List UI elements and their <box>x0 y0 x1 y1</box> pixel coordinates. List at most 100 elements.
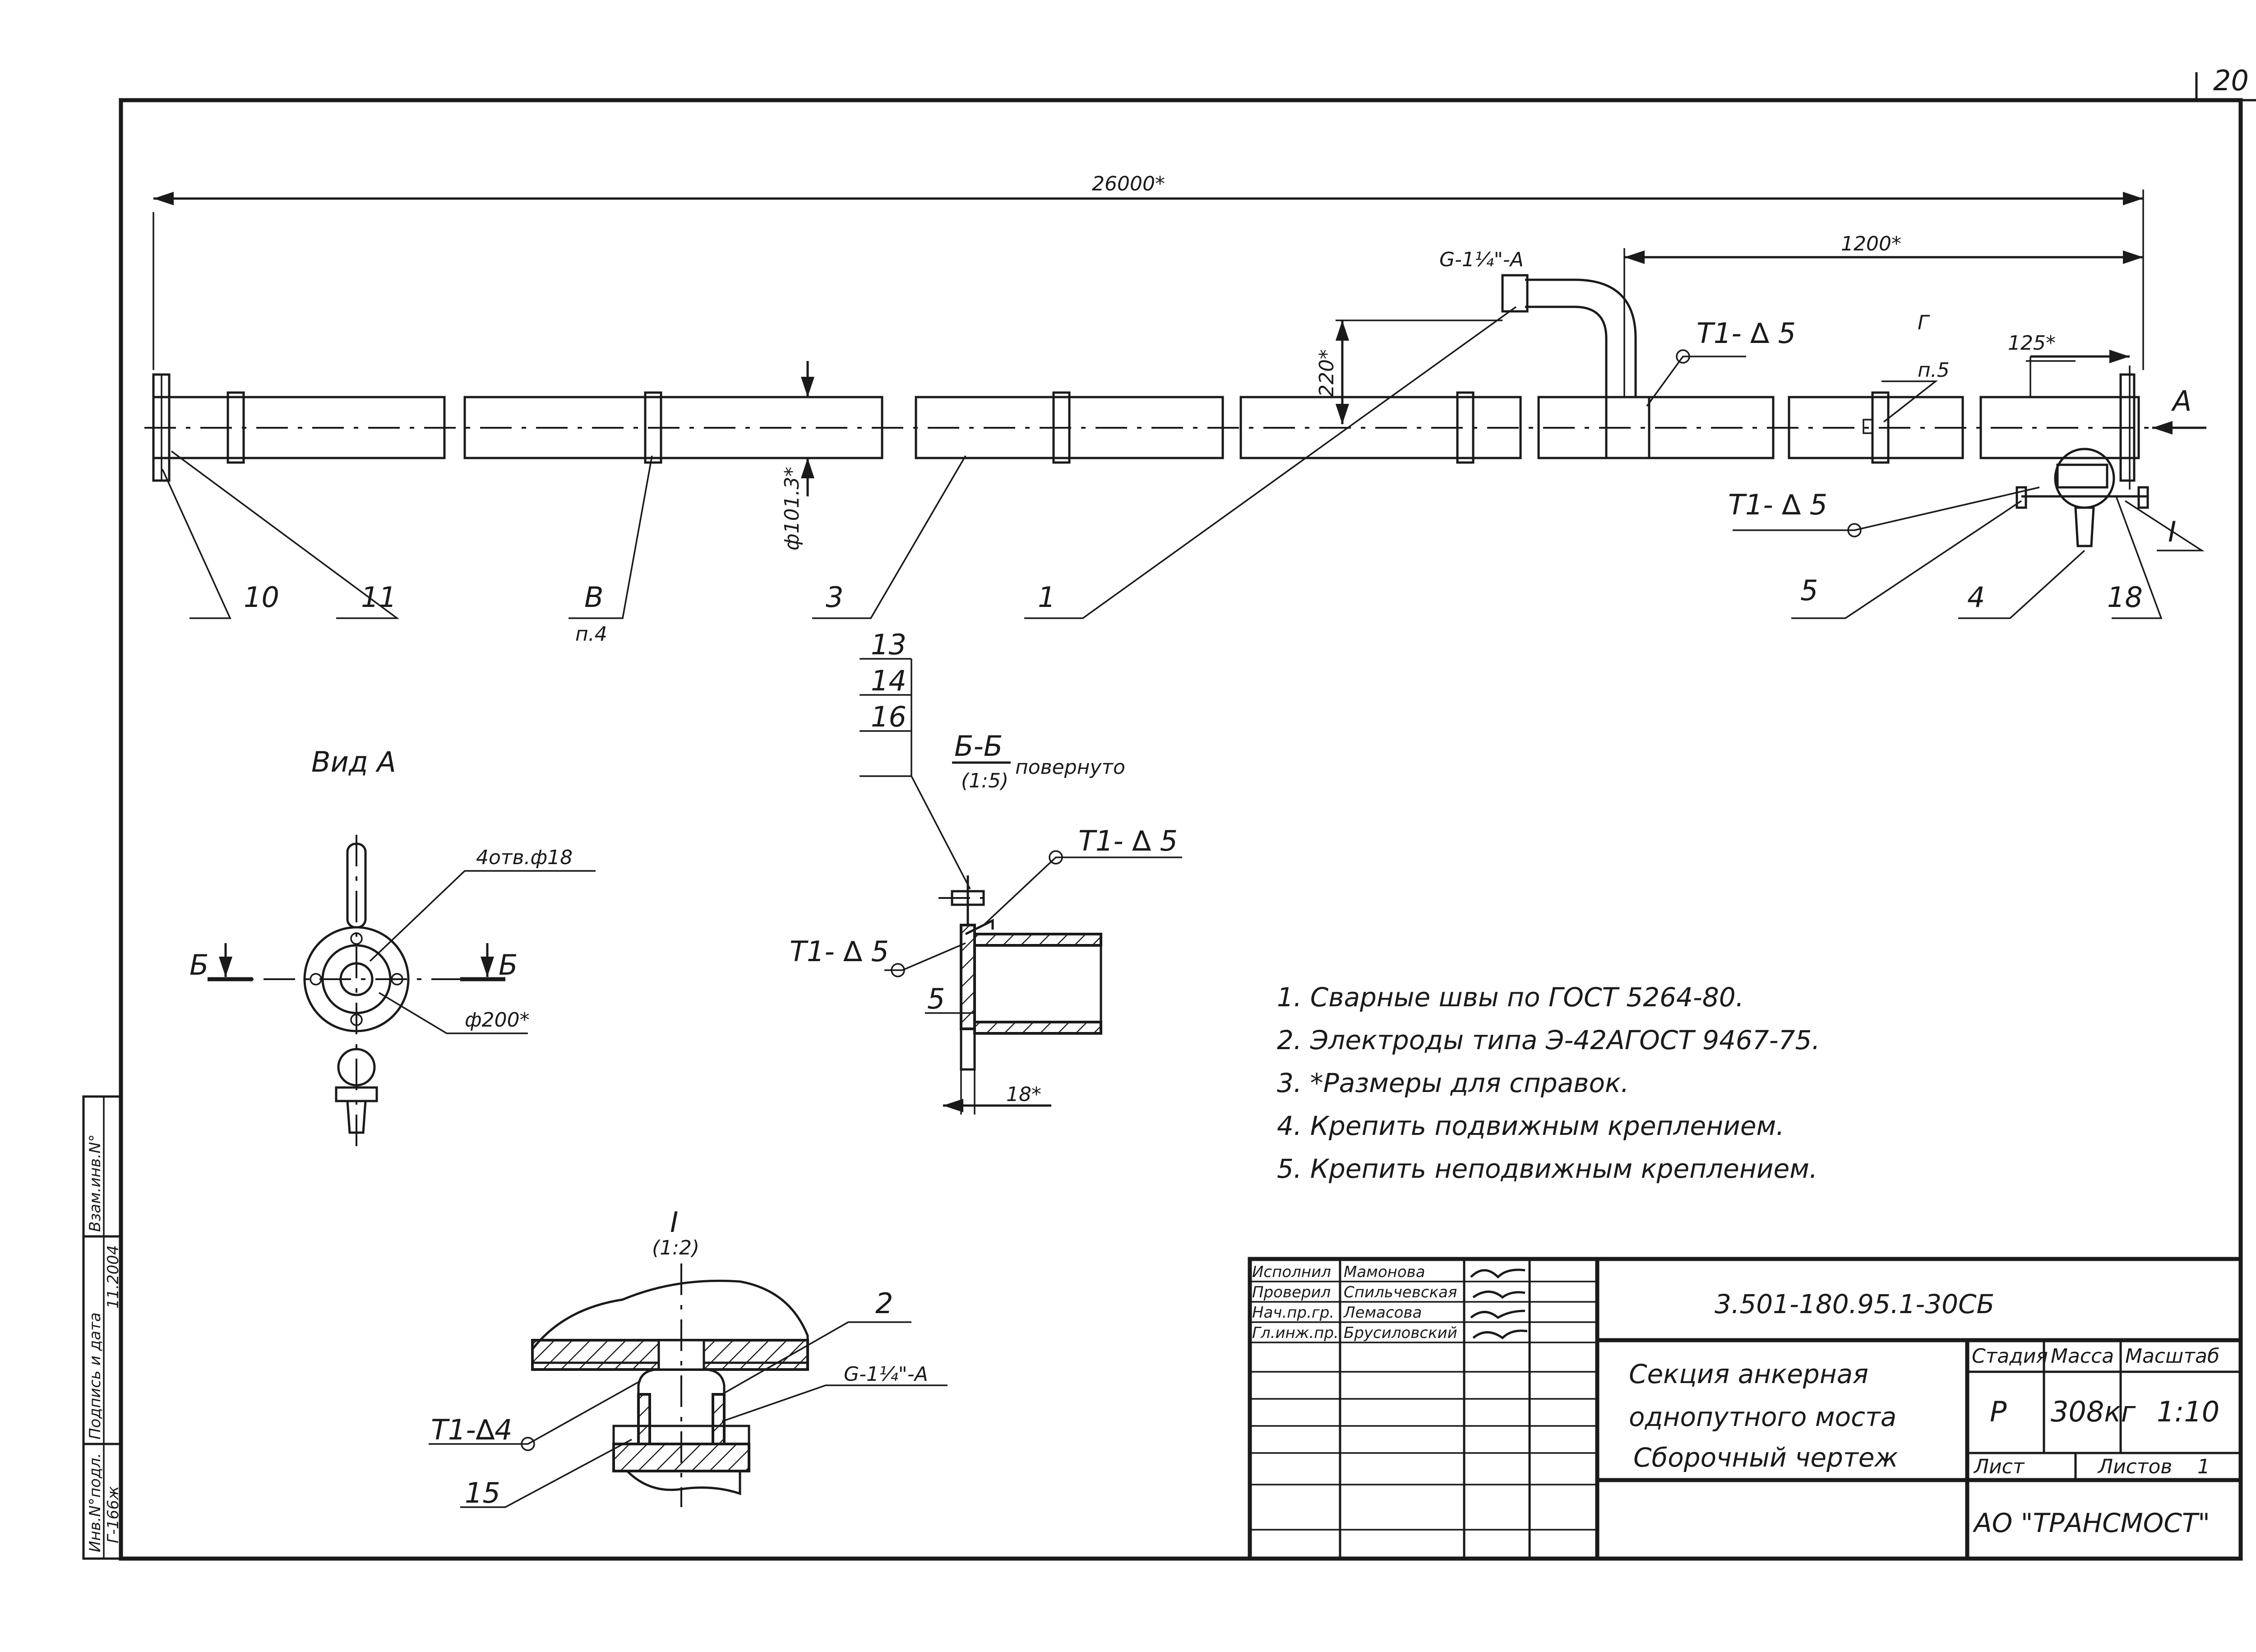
flange-diameter-label: ф200* <box>465 1009 530 1032</box>
fitting-label-detail: G-1¼"-A <box>844 1363 928 1386</box>
riser-fitting <box>1501 274 1529 313</box>
end-offset-dim: 125* <box>2008 332 2056 355</box>
section-note: повернуто <box>1015 756 1125 779</box>
section-b-b <box>860 658 1182 1115</box>
cut-mark-right: Б <box>499 949 518 981</box>
callout-v-note: п.4 <box>575 623 607 646</box>
side-stamp <box>82 1095 122 1560</box>
detail-scale: (1:2) <box>652 1236 699 1259</box>
tail-length-dim: 1200* <box>1841 232 1901 255</box>
note-3: 3. *Размеры для справок. <box>1277 1068 1629 1098</box>
riser-height-dim: 220* <box>1315 349 1338 397</box>
section-scale: (1:5) <box>961 769 1008 792</box>
overall-length-dim: 26000* <box>1092 172 1165 195</box>
tb-doc-code: 3.501-180.95.1-30СБ <box>1715 1289 1994 1319</box>
stamp-sign-value: 11.2004 <box>104 1245 122 1309</box>
riser-bend <box>1525 305 1608 397</box>
callout-a: А <box>2171 384 2191 417</box>
pipe-diameter-dim: ф101.3* <box>781 467 804 551</box>
tee-coupling <box>1605 396 1650 459</box>
note-2: 2. Электроды типа Э-42АГОСТ 9467-75. <box>1277 1025 1820 1055</box>
tb-sheet-label: Лист <box>1973 1455 2025 1478</box>
section-title: Б-Б <box>954 730 1003 763</box>
tb-role-2: Проверил <box>1252 1283 1331 1301</box>
pipe-clamp <box>1456 391 1475 464</box>
section-gap-dim: 5 <box>927 982 945 1015</box>
tb-mass-header: Масса <box>2051 1345 2114 1368</box>
callout-5: 5 <box>1800 574 1818 607</box>
fitting-label-main: G-1¼"-A <box>1439 248 1524 271</box>
tb-role-4: Гл.инж.пр. <box>1252 1324 1339 1342</box>
tb-name-1: Мамонова <box>1344 1263 1425 1281</box>
callout-1: 1 <box>1038 581 1055 614</box>
weld-symbol-section-top: T1- ∆ 5 <box>1078 824 1178 857</box>
callout-18: 18 <box>2107 581 2143 614</box>
callout-14: 14 <box>871 664 906 697</box>
tb-name-2: Спильчевская <box>1344 1283 1457 1301</box>
stamp-inv-label: Инв.N°подл. <box>86 1453 104 1552</box>
pipe-clamp <box>644 391 662 464</box>
weld-symbol-vent: T1- ∆ 5 <box>1728 488 1827 521</box>
callout-i: I <box>2168 515 2176 548</box>
riser-stub <box>346 842 367 929</box>
weld-symbol-section-left: T1- ∆ 5 <box>790 935 889 968</box>
sheet-number: 20 <box>2213 64 2249 97</box>
stamp-inv-value: Г-166ж <box>104 1486 122 1543</box>
pipe-clamp <box>227 391 245 464</box>
tb-name-4: Брусиловский <box>1344 1324 1457 1342</box>
detail-i <box>429 1263 948 1508</box>
callout-13: 13 <box>871 628 906 661</box>
callout-2: 2 <box>875 1287 893 1320</box>
tb-title-line-3: Сборочный чертеж <box>1633 1442 1898 1473</box>
callout-g: Г <box>1918 311 1930 334</box>
callout-3: 3 <box>826 581 843 614</box>
pipe-segment <box>1788 396 1964 459</box>
tb-mass-value: 308кг <box>2051 1395 2136 1428</box>
weld-symbol-detail: T1-∆4 <box>431 1413 513 1446</box>
callout-v: В <box>584 581 604 614</box>
weld-symbol-tee: T1- ∆ 5 <box>1697 317 1796 350</box>
drawing-frame <box>119 72 2256 1561</box>
tb-sheets-label: Листов <box>2097 1455 2172 1478</box>
signature-1 <box>1470 1268 1526 1279</box>
note-1: 1. Сварные швы по ГОСТ 5264-80. <box>1277 982 1744 1013</box>
detail-mass-top <box>531 1279 809 1364</box>
tb-stage-header: Стадия <box>1972 1345 2048 1368</box>
callout-4: 4 <box>1967 581 1985 614</box>
tb-role-3: Нач.пр.гр. <box>1252 1304 1334 1322</box>
callout-10-num: 10 <box>244 581 279 614</box>
signature-3 <box>1470 1310 1526 1319</box>
pipe-clamp <box>1052 391 1071 464</box>
tb-scale-header: Масштаб <box>2125 1345 2219 1368</box>
section-pipe <box>973 933 1102 1035</box>
callout-11: 11 <box>361 581 397 614</box>
tb-title-line-2: однопутного моста <box>1629 1402 1896 1432</box>
tb-name-3: Лемасова <box>1343 1304 1422 1322</box>
signature-2 <box>1472 1291 1526 1299</box>
tb-sheets-total: 1 <box>2197 1455 2210 1478</box>
tb-role-1: Исполнил <box>1252 1263 1331 1281</box>
callout-g-note: п.5 <box>1918 359 1950 382</box>
callout-16: 16 <box>871 700 906 733</box>
stamp-sign-label: Подпись и дата <box>86 1312 104 1439</box>
detail-title: I <box>670 1206 678 1239</box>
callout-15: 15 <box>465 1476 500 1509</box>
view-a-title: Вид А <box>311 745 396 778</box>
signature-4 <box>1472 1329 1528 1340</box>
section-length-dim: 18* <box>1006 1083 1041 1106</box>
holes-label: 4отв.ф18 <box>476 846 573 869</box>
view-a <box>208 835 596 1155</box>
technical-notes: 1. Сварные швы по ГОСТ 5264-80. 2. Элект… <box>1277 982 1820 1184</box>
title-block <box>1248 1257 2243 1561</box>
note-4: 4. Крепить подвижным креплением. <box>1277 1111 1784 1141</box>
vent-nozzle <box>2074 506 2095 547</box>
tb-title-line-1: Секция анкерная <box>1629 1359 1868 1389</box>
right-flange <box>2119 373 2136 482</box>
tb-stage-value: Р <box>1990 1395 2007 1428</box>
pipe-assembly-view <box>144 190 2206 619</box>
tb-company: АО "ТРАНСМОСТ" <box>1972 1508 2210 1538</box>
cut-mark-left: Б <box>190 949 209 981</box>
tb-scale-value: 1:10 <box>2157 1395 2219 1428</box>
note-5: 5. Крепить неподвижным креплением. <box>1277 1153 1817 1184</box>
